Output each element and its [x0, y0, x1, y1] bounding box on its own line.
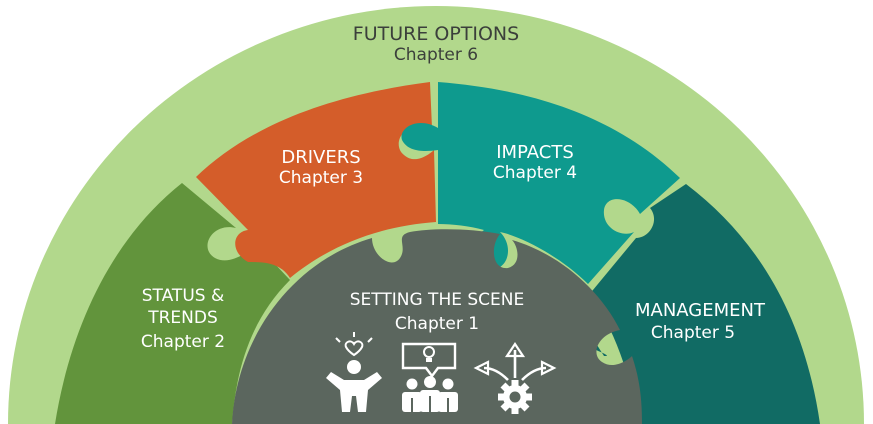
future-options-title: FUTURE OPTIONS: [353, 23, 519, 45]
setting-the-scene-title: SETTING THE SCENE: [350, 290, 524, 310]
future-options-chapter: Chapter 6: [394, 45, 478, 65]
puzzle-piece-management: [582, 184, 820, 424]
puzzle-piece-status-trends: [55, 183, 290, 424]
drivers-label: DRIVERS: [281, 147, 360, 168]
status-trends-label-line1: STATUS &: [142, 286, 224, 306]
drivers-chapter: Chapter 3: [279, 168, 363, 188]
setting-the-scene-chapter: Chapter 1: [395, 314, 479, 334]
status-trends-chapter: Chapter 2: [141, 332, 225, 352]
management-label: MANAGEMENT: [635, 300, 766, 321]
puzzle-piece-impacts: [401, 82, 680, 284]
person-heart-icon: [326, 332, 382, 412]
status-trends-label-line2: TRENDS: [147, 308, 218, 328]
impacts-label: IMPACTS: [496, 142, 574, 163]
group-idea-icon: [401, 342, 458, 412]
management-chapter: Chapter 5: [651, 323, 735, 343]
puzzle-piece-drivers: [196, 82, 436, 278]
impacts-chapter: Chapter 4: [493, 163, 577, 183]
gear-arrows-icon: [473, 342, 557, 414]
